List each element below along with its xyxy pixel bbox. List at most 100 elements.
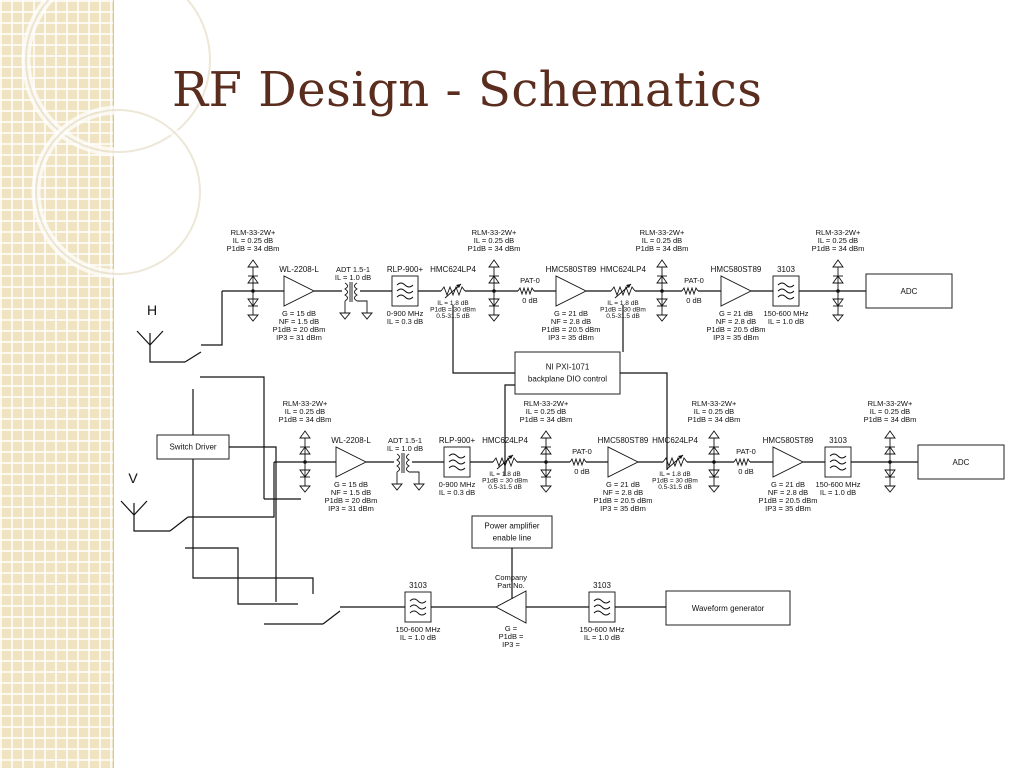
schematic-label: Part No. <box>497 581 525 590</box>
schematic-label: 3103 <box>777 265 795 274</box>
schematic-label: G = 21 dB <box>606 480 640 489</box>
schematic-label: P1dB = 34 dBm <box>636 244 689 253</box>
schematic-label: 150-600 MHz <box>395 625 440 634</box>
h-chain-pad-10: PAT-0 0 dB <box>681 276 704 305</box>
h-chain-adc-14: ADC <box>865 273 953 309</box>
schematic-label: 0 dB <box>686 296 701 305</box>
schematic-label: P1dB = 34 dBm <box>688 415 741 424</box>
schematic-label: HMC580ST89 <box>546 265 597 274</box>
schematic-label: IL = 1.8 dB <box>659 471 690 478</box>
v-chain-transformer-2: ADT 1.5-1IL = 1.0 dB <box>387 436 425 491</box>
schematic-label: HMC624LP4 <box>430 265 476 274</box>
wire <box>188 462 275 518</box>
schematic-label: G = 15 dB <box>282 309 316 318</box>
schematic-label: PAT-0 <box>572 447 592 456</box>
schematic-label: IL = 0.25 dB <box>526 407 566 416</box>
schematic-label: RLM-33-2W+ <box>816 228 861 237</box>
switch-driver-section: Switch Driver <box>156 376 314 605</box>
schematic-label: ADT 1.5-1 <box>388 436 422 445</box>
schematic-label: P1dB = 20.5 dBm <box>759 496 818 505</box>
schematic-label: IL = 1.0 dB <box>768 317 804 326</box>
schematic-label: enable line <box>493 534 532 543</box>
schematic-label: NF = 1.5 dB <box>279 317 319 326</box>
schematic-label: IL = 1.0 dB <box>820 488 856 497</box>
schematic-label: RLM-33-2W+ <box>231 228 276 237</box>
schematic-label: P1dB = 20.5 dBm <box>594 496 653 505</box>
schematic-label: backplane DIO control <box>528 375 607 384</box>
schematic-label: ADC <box>953 458 970 467</box>
schematic-label: P1dB = 34 dBm <box>279 415 332 424</box>
schematic-label: RLP-900+ <box>439 436 476 445</box>
schematic-label: P1dB = <box>499 632 524 641</box>
schematic-label: RLM-33-2W+ <box>640 228 685 237</box>
schematic-label: IL = 1.8 dB <box>437 300 468 307</box>
schematic-label: NF = 2.8 dB <box>551 317 591 326</box>
schematic-label: IP3 = 35 dBm <box>713 333 759 342</box>
schematic-label: Waveform generator <box>692 604 765 613</box>
schematic-label: NF = 2.8 dB <box>603 488 643 497</box>
schematic-label: 0 dB <box>574 467 589 476</box>
schematic-label: RLM-33-2W+ <box>524 399 569 408</box>
schematic-label: G = 21 dB <box>771 480 805 489</box>
schematic-label: WL-2208-L <box>279 265 319 274</box>
wire <box>452 305 515 374</box>
slide-title: RF Design - Schematics <box>172 62 763 118</box>
schematic-label: 0-900 MHz <box>439 480 476 489</box>
wire <box>192 459 314 594</box>
schematic-label: NF = 2.8 dB <box>768 488 808 497</box>
schematic-label: P1dB = 34 dBm <box>864 415 917 424</box>
schematic-label: V <box>128 470 138 486</box>
schematic-label: RLM-33-2W+ <box>868 399 913 408</box>
schematic-label: P1dB = 20.5 dBm <box>707 325 766 334</box>
schematic-label: IL = 1.8 dB <box>607 300 638 307</box>
schematic-label: P1dB = 34 dBm <box>520 415 573 424</box>
schematic-label: RLM-33-2W+ <box>283 399 328 408</box>
schematic-label: P1dB = 30 dBm <box>652 478 698 485</box>
schematic-label: P1dB = 34 dBm <box>812 244 865 253</box>
schematic-label: G = 21 dB <box>554 309 588 318</box>
schematic-label: P1dB = 20 dBm <box>325 496 378 505</box>
schematic-label: PAT-0 <box>736 447 756 456</box>
schematic-label: G = <box>505 624 518 633</box>
schematic-label: Power amplifier <box>484 522 539 531</box>
schematic-label: IL = 1.0 dB <box>387 444 423 453</box>
schematic-label: P1dB = 20.5 dBm <box>542 325 601 334</box>
schematic-label: IL = 0.3 dB <box>387 317 423 326</box>
schematic-label: ADC <box>901 287 918 296</box>
schematic-label: PAT-0 <box>684 276 704 285</box>
schematic-label: HMC624LP4 <box>600 265 646 274</box>
v-chain-pad-10: PAT-00 dB <box>733 447 756 476</box>
schematic-label: PAT-0 <box>520 276 540 285</box>
schematic-label: IL = 0.25 dB <box>642 236 682 245</box>
pa-enable-section: Power amplifier enable line <box>471 515 553 599</box>
schematic-label: IL = 0.3 dB <box>439 488 475 497</box>
schematic-label: NF = 1.5 dB <box>331 488 371 497</box>
schematic-label: RLP-900+ <box>387 265 424 274</box>
wire <box>504 384 515 476</box>
schematic-label: 0-900 MHz <box>387 309 424 318</box>
schematic-label: 150-600 MHz <box>763 309 808 318</box>
schematic-label: H <box>147 302 157 318</box>
schematic-label: HMC580ST89 <box>763 436 814 445</box>
schematic-label: P1dB = 34 dBm <box>227 244 280 253</box>
schematic-label: P1dB = 30 dBm <box>482 478 528 485</box>
schematic-label: HMC624LP4 <box>652 436 698 445</box>
schematic-label: IL = 0.25 dB <box>870 407 910 416</box>
schematic-label: 150-600 MHz <box>579 625 624 634</box>
